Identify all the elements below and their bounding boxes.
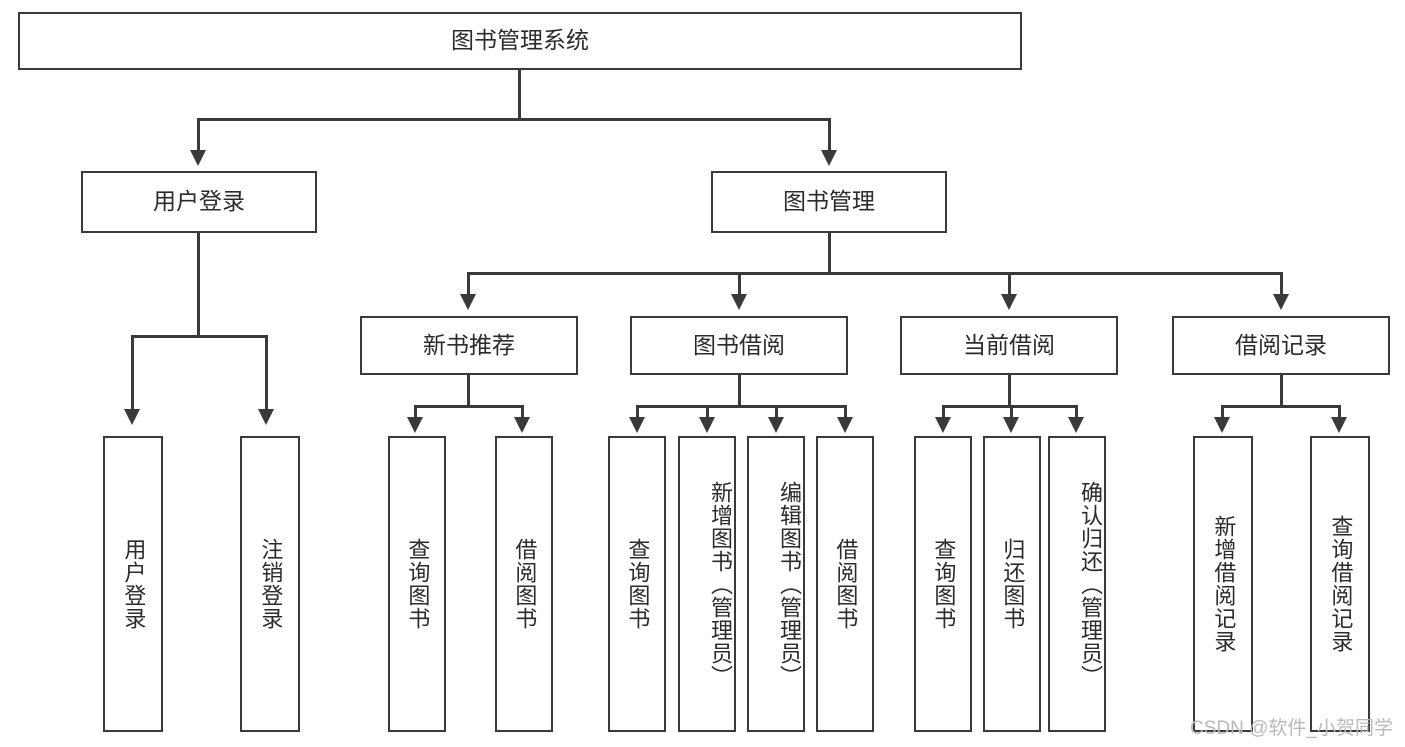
arrow-leaf-confirm-return — [1068, 417, 1084, 433]
edge-book-borrow-stem — [738, 375, 741, 405]
edge-borrow-record-bar — [1221, 405, 1341, 408]
arrow-leaf-query-book-3 — [935, 417, 951, 433]
arrow-current-borrow — [1001, 294, 1017, 310]
leaf-query-book-current[interactable]: 查询图书 — [914, 436, 972, 732]
leaf-borrow-book-recommend[interactable]: 借阅图书 — [495, 436, 553, 732]
edge-root-to-book-manage — [828, 118, 831, 152]
edge-book-manage-bar — [467, 272, 1283, 275]
edge-book-borrow-drop-2 — [706, 405, 709, 419]
edge-borrow-record-drop-1 — [1221, 405, 1224, 419]
arrow-leaf-user-login — [124, 409, 140, 425]
edge-user-login-drop-1 — [131, 335, 134, 411]
arrow-book-borrow — [731, 294, 747, 310]
leaf-borrow-book-borrow[interactable]: 借阅图书 — [816, 436, 874, 732]
arrow-leaf-query-book-2 — [629, 417, 645, 433]
edge-book-manage-drop-2 — [738, 272, 741, 296]
node-user-login[interactable]: 用户登录 — [81, 171, 317, 233]
leaf-query-book-borrow[interactable]: 查询图书 — [608, 436, 666, 732]
arrow-leaf-query-book-1 — [407, 417, 423, 433]
edge-new-book-drop-1 — [414, 405, 417, 419]
edge-book-borrow-bar — [636, 405, 847, 408]
arrow-leaf-add-book — [699, 417, 715, 433]
edge-root-stem — [518, 70, 521, 118]
leaf-add-borrow-record[interactable]: 新增借阅记录 — [1193, 436, 1253, 732]
edge-book-manage-drop-3 — [1008, 272, 1011, 296]
edge-book-manage-drop-4 — [1280, 272, 1283, 296]
edge-borrow-record-stem — [1280, 375, 1283, 405]
edge-new-book-stem — [467, 375, 470, 405]
edge-new-book-bar — [414, 405, 524, 408]
leaf-query-borrow-record[interactable]: 查询借阅记录 — [1310, 436, 1370, 732]
node-borrow-record[interactable]: 借阅记录 — [1172, 316, 1390, 375]
arrow-to-book-manage — [821, 150, 837, 166]
edge-new-book-drop-2 — [521, 405, 524, 419]
leaf-user-login[interactable]: 用户登录 — [103, 436, 163, 732]
arrow-leaf-borrow-book-1 — [514, 417, 530, 433]
edge-book-borrow-drop-1 — [636, 405, 639, 419]
node-root-system[interactable]: 图书管理系统 — [18, 12, 1022, 70]
arrow-leaf-return-book — [1003, 417, 1019, 433]
edge-current-borrow-drop-3 — [1075, 405, 1078, 419]
arrow-new-book-recommend — [460, 294, 476, 310]
edge-user-login-drop-2 — [265, 335, 268, 411]
arrow-leaf-borrow-book-2 — [837, 417, 853, 433]
arrow-leaf-query-record — [1331, 417, 1347, 433]
edge-book-borrow-drop-4 — [844, 405, 847, 419]
leaf-logout-login[interactable]: 注销登录 — [240, 436, 300, 732]
leaf-return-book[interactable]: 归还图书 — [983, 436, 1041, 732]
edge-user-login-bar — [131, 335, 268, 338]
edge-root-bar — [197, 118, 831, 121]
arrow-leaf-logout-login — [258, 409, 274, 425]
arrow-leaf-add-record — [1214, 417, 1230, 433]
node-new-book-recommend[interactable]: 新书推荐 — [360, 316, 578, 375]
edge-current-borrow-drop-1 — [942, 405, 945, 419]
edge-user-login-stem — [197, 233, 200, 335]
edge-current-borrow-stem — [1008, 375, 1011, 405]
edge-book-manage-stem — [828, 233, 831, 272]
leaf-query-book-recommend[interactable]: 查询图书 — [388, 436, 446, 732]
node-current-borrow[interactable]: 当前借阅 — [900, 316, 1118, 375]
edge-current-borrow-drop-2 — [1010, 405, 1013, 419]
edge-book-manage-drop-1 — [467, 272, 470, 296]
leaf-confirm-return[interactable]: 确认归还（管理员） — [1048, 436, 1106, 732]
edge-root-to-user-login — [197, 118, 200, 152]
edge-book-borrow-drop-3 — [775, 405, 778, 419]
csdn-watermark: CSDN @软件_小贺同学 — [1190, 718, 1393, 739]
arrow-to-user-login — [190, 150, 206, 166]
leaf-edit-book[interactable]: 编辑图书（管理员） — [747, 436, 805, 732]
node-book-manage[interactable]: 图书管理 — [711, 171, 947, 233]
arrow-leaf-edit-book — [768, 417, 784, 433]
node-book-borrow[interactable]: 图书借阅 — [630, 316, 848, 375]
leaf-add-book[interactable]: 新增图书（管理员） — [678, 436, 736, 732]
edge-borrow-record-drop-2 — [1338, 405, 1341, 419]
arrow-borrow-record — [1273, 294, 1289, 310]
